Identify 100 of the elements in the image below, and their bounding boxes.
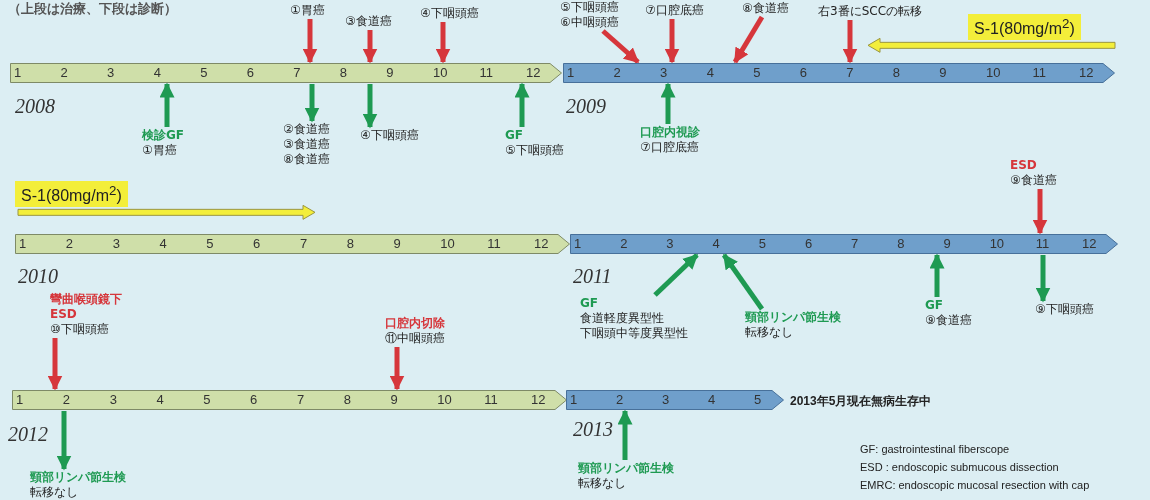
- month-number: 3: [112, 236, 120, 252]
- arrow: [721, 253, 765, 311]
- finding-text: 転移なし: [30, 485, 79, 500]
- timeline-bar: [15, 234, 570, 254]
- month-number: 4: [712, 236, 720, 252]
- finding-text: 転移なし: [745, 325, 794, 340]
- month-number: 3: [660, 65, 668, 81]
- month-number: 12: [1079, 65, 1094, 81]
- finding-text: ④下咽頭癌: [360, 128, 419, 143]
- month-number: 2: [613, 65, 621, 81]
- timeline-bar: [563, 63, 1115, 83]
- month-number: 12: [534, 236, 549, 252]
- month-number: 2: [60, 65, 68, 81]
- month-number: 8: [892, 65, 901, 81]
- month-number: 8: [339, 65, 348, 81]
- finding-text: ⑦口腔底癌: [640, 140, 700, 155]
- finding-text: ⑨食道癌: [925, 313, 972, 328]
- month-number: 8: [897, 236, 905, 252]
- finding-text: 食道軽度異型性: [580, 311, 665, 326]
- procedure-label: 頸部リンパ節生検: [578, 461, 674, 476]
- month-number: 1: [574, 236, 582, 252]
- month-number: 8: [346, 236, 354, 252]
- procedure-label: 口腔内視診: [640, 125, 700, 140]
- month-number: 2: [616, 392, 624, 408]
- procedure-label: 頸部リンパ節生検: [30, 470, 126, 485]
- procedure-label: GF: [505, 128, 525, 143]
- timeline-bar: [570, 234, 1118, 254]
- arrow: [302, 19, 318, 64]
- month-number: 9: [939, 65, 947, 81]
- finding-text: 転移なし: [578, 476, 627, 491]
- month-number: 4: [706, 65, 714, 81]
- month-number: 5: [200, 65, 208, 81]
- arrow: [1032, 189, 1048, 235]
- month-number: 11: [484, 392, 498, 408]
- procedure-label: 検診GF: [142, 128, 185, 143]
- month-number: 6: [246, 65, 254, 81]
- year-label: 2011: [573, 265, 612, 288]
- month-number: 2: [65, 236, 74, 252]
- month-number: 10: [985, 65, 1001, 81]
- abbreviation-note: ESD : endoscopic submucous dissection: [860, 461, 1059, 473]
- procedure-label: 口腔内切除: [385, 316, 445, 331]
- arrow: [435, 22, 451, 64]
- month-number: 3: [109, 392, 117, 408]
- month-number: 6: [799, 65, 807, 81]
- month-number: 10: [437, 392, 452, 408]
- finding-text: ①胃癌: [290, 3, 325, 18]
- month-number: 5: [203, 392, 211, 408]
- arrow: [842, 20, 858, 64]
- arrow: [389, 347, 405, 391]
- month-number: 7: [299, 236, 308, 252]
- month-number: 11: [1035, 236, 1050, 252]
- drug-label: S-1(80mg/m$^{2}$): [15, 181, 128, 208]
- arrow: [304, 84, 320, 123]
- month-number: 7: [296, 392, 305, 408]
- arrow: [664, 19, 680, 64]
- finding-text: ③食道癌: [283, 137, 330, 152]
- month-number: 9: [390, 392, 398, 408]
- month-number: 5: [753, 65, 761, 81]
- arrow: [56, 411, 72, 471]
- month-number: 10: [989, 236, 1005, 252]
- year-label: 2010: [18, 265, 58, 288]
- month-number: 12: [531, 392, 546, 408]
- duration-arrow: [17, 204, 316, 220]
- month-number: 1: [16, 392, 24, 408]
- month-number: 9: [393, 236, 401, 252]
- month-number: 7: [293, 65, 301, 81]
- finding-text: ⑥中咽頭癌: [560, 15, 619, 30]
- finding-text: ⑤下咽頭癌: [505, 143, 564, 158]
- month-number: 2: [62, 392, 71, 408]
- arrow: [601, 29, 640, 64]
- timeline-bar: [10, 63, 562, 83]
- month-number: 12: [526, 65, 541, 81]
- arrow: [514, 82, 530, 127]
- month-number: 1: [19, 236, 27, 252]
- finding-text: ⑦口腔底癌: [645, 3, 704, 18]
- year-label: 2013: [573, 418, 613, 441]
- month-number: 1: [570, 392, 578, 408]
- procedure-label: GF: [580, 296, 600, 311]
- finding-text: ⑩下咽頭癌: [50, 322, 110, 337]
- procedure-label: GF: [925, 298, 945, 313]
- finding-text: ②食道癌: [283, 122, 330, 137]
- arrow: [617, 409, 633, 460]
- arrow: [660, 82, 676, 124]
- month-number: 11: [479, 65, 493, 81]
- month-number: 10: [440, 236, 455, 252]
- month-number: 9: [943, 236, 951, 252]
- finding-text: ⑤下咽頭癌: [560, 0, 619, 15]
- finding-text: ④下咽頭癌: [420, 6, 479, 21]
- arrow: [1035, 255, 1051, 303]
- month-number: 6: [804, 236, 813, 252]
- timeline-bar: [566, 390, 784, 410]
- procedure-label: ESD: [1010, 158, 1038, 173]
- year-label: 2009: [566, 95, 606, 118]
- finding-text: ⑨食道癌: [1010, 173, 1057, 188]
- month-number: 5: [206, 236, 214, 252]
- duration-arrow: [867, 37, 1116, 53]
- month-number: 11: [487, 236, 501, 252]
- month-number: 5: [758, 236, 766, 252]
- arrow: [653, 253, 699, 297]
- arrow: [929, 253, 945, 297]
